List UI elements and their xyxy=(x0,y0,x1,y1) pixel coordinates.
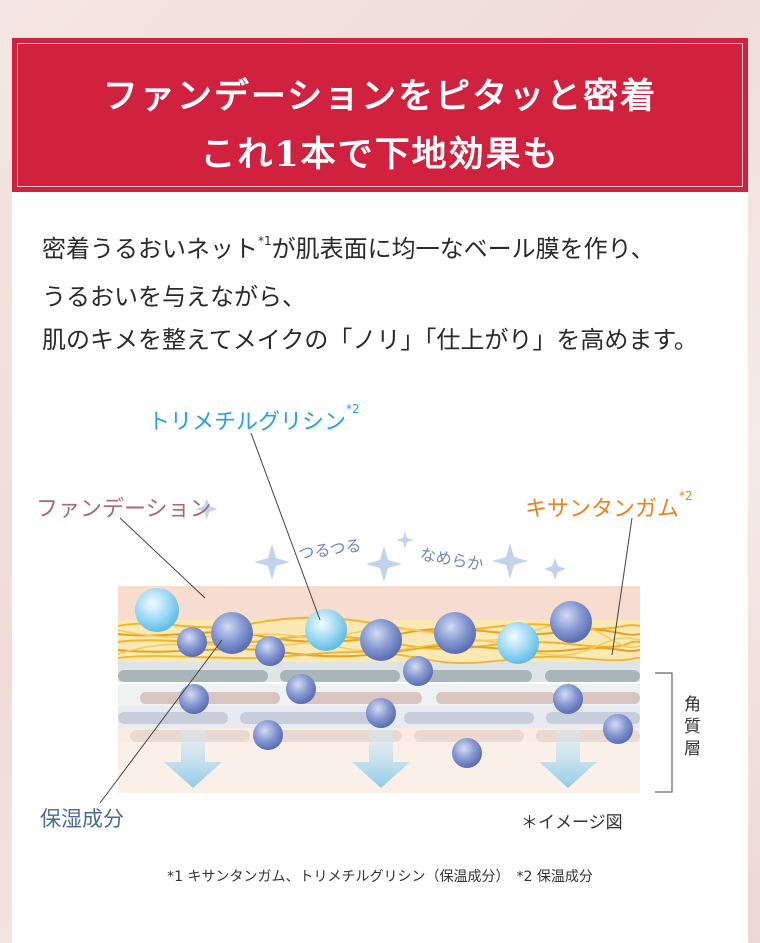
headline-line-2: これ1本で下地効果も xyxy=(200,134,560,175)
label-stratum-corneum: 角質層 xyxy=(684,695,701,759)
image-note: ＊イメージ図 xyxy=(521,813,623,833)
description-line-2: うるおいを与えながら、 xyxy=(42,283,306,311)
penetration-arrows xyxy=(164,728,597,788)
moisture-spheres xyxy=(135,588,633,768)
description-line-1: 密着うるおいネット*1が肌表面に均一なベール膜を作り、 xyxy=(42,234,742,263)
leader-lines xyxy=(99,432,633,804)
description-line-3: 肌のキメを整えてメイクの「ノリ」「仕上がり」を高めます。 xyxy=(42,326,698,354)
description-line-1-post: が肌表面に均一なベール膜を作り、 xyxy=(271,235,655,263)
footnote: *1 キサンタンガム、トリメチルグリシン（保温成分） *2 保温成分 xyxy=(167,869,593,885)
stratum-bracket xyxy=(655,672,673,793)
description-line-1-pre: 密着うるおいネット xyxy=(42,235,258,263)
label-foundation: ファンデーション xyxy=(36,497,212,522)
headline-banner: ファンデーションをピタッと密着 これ1本で下地効果も xyxy=(12,38,748,192)
sparkle-icons xyxy=(195,498,566,582)
banner-border xyxy=(17,43,743,187)
headline-line-1: ファンデーションをピタッと密着 xyxy=(102,76,658,117)
footnote-mark-1: *1 xyxy=(258,234,272,248)
label-xanthan-gum: キサンタンガム*2 xyxy=(525,489,693,522)
label-trimethylglycine: トリメチルグリシン*2 xyxy=(148,402,360,435)
label-moisturizer: 保湿成分 xyxy=(40,807,124,831)
